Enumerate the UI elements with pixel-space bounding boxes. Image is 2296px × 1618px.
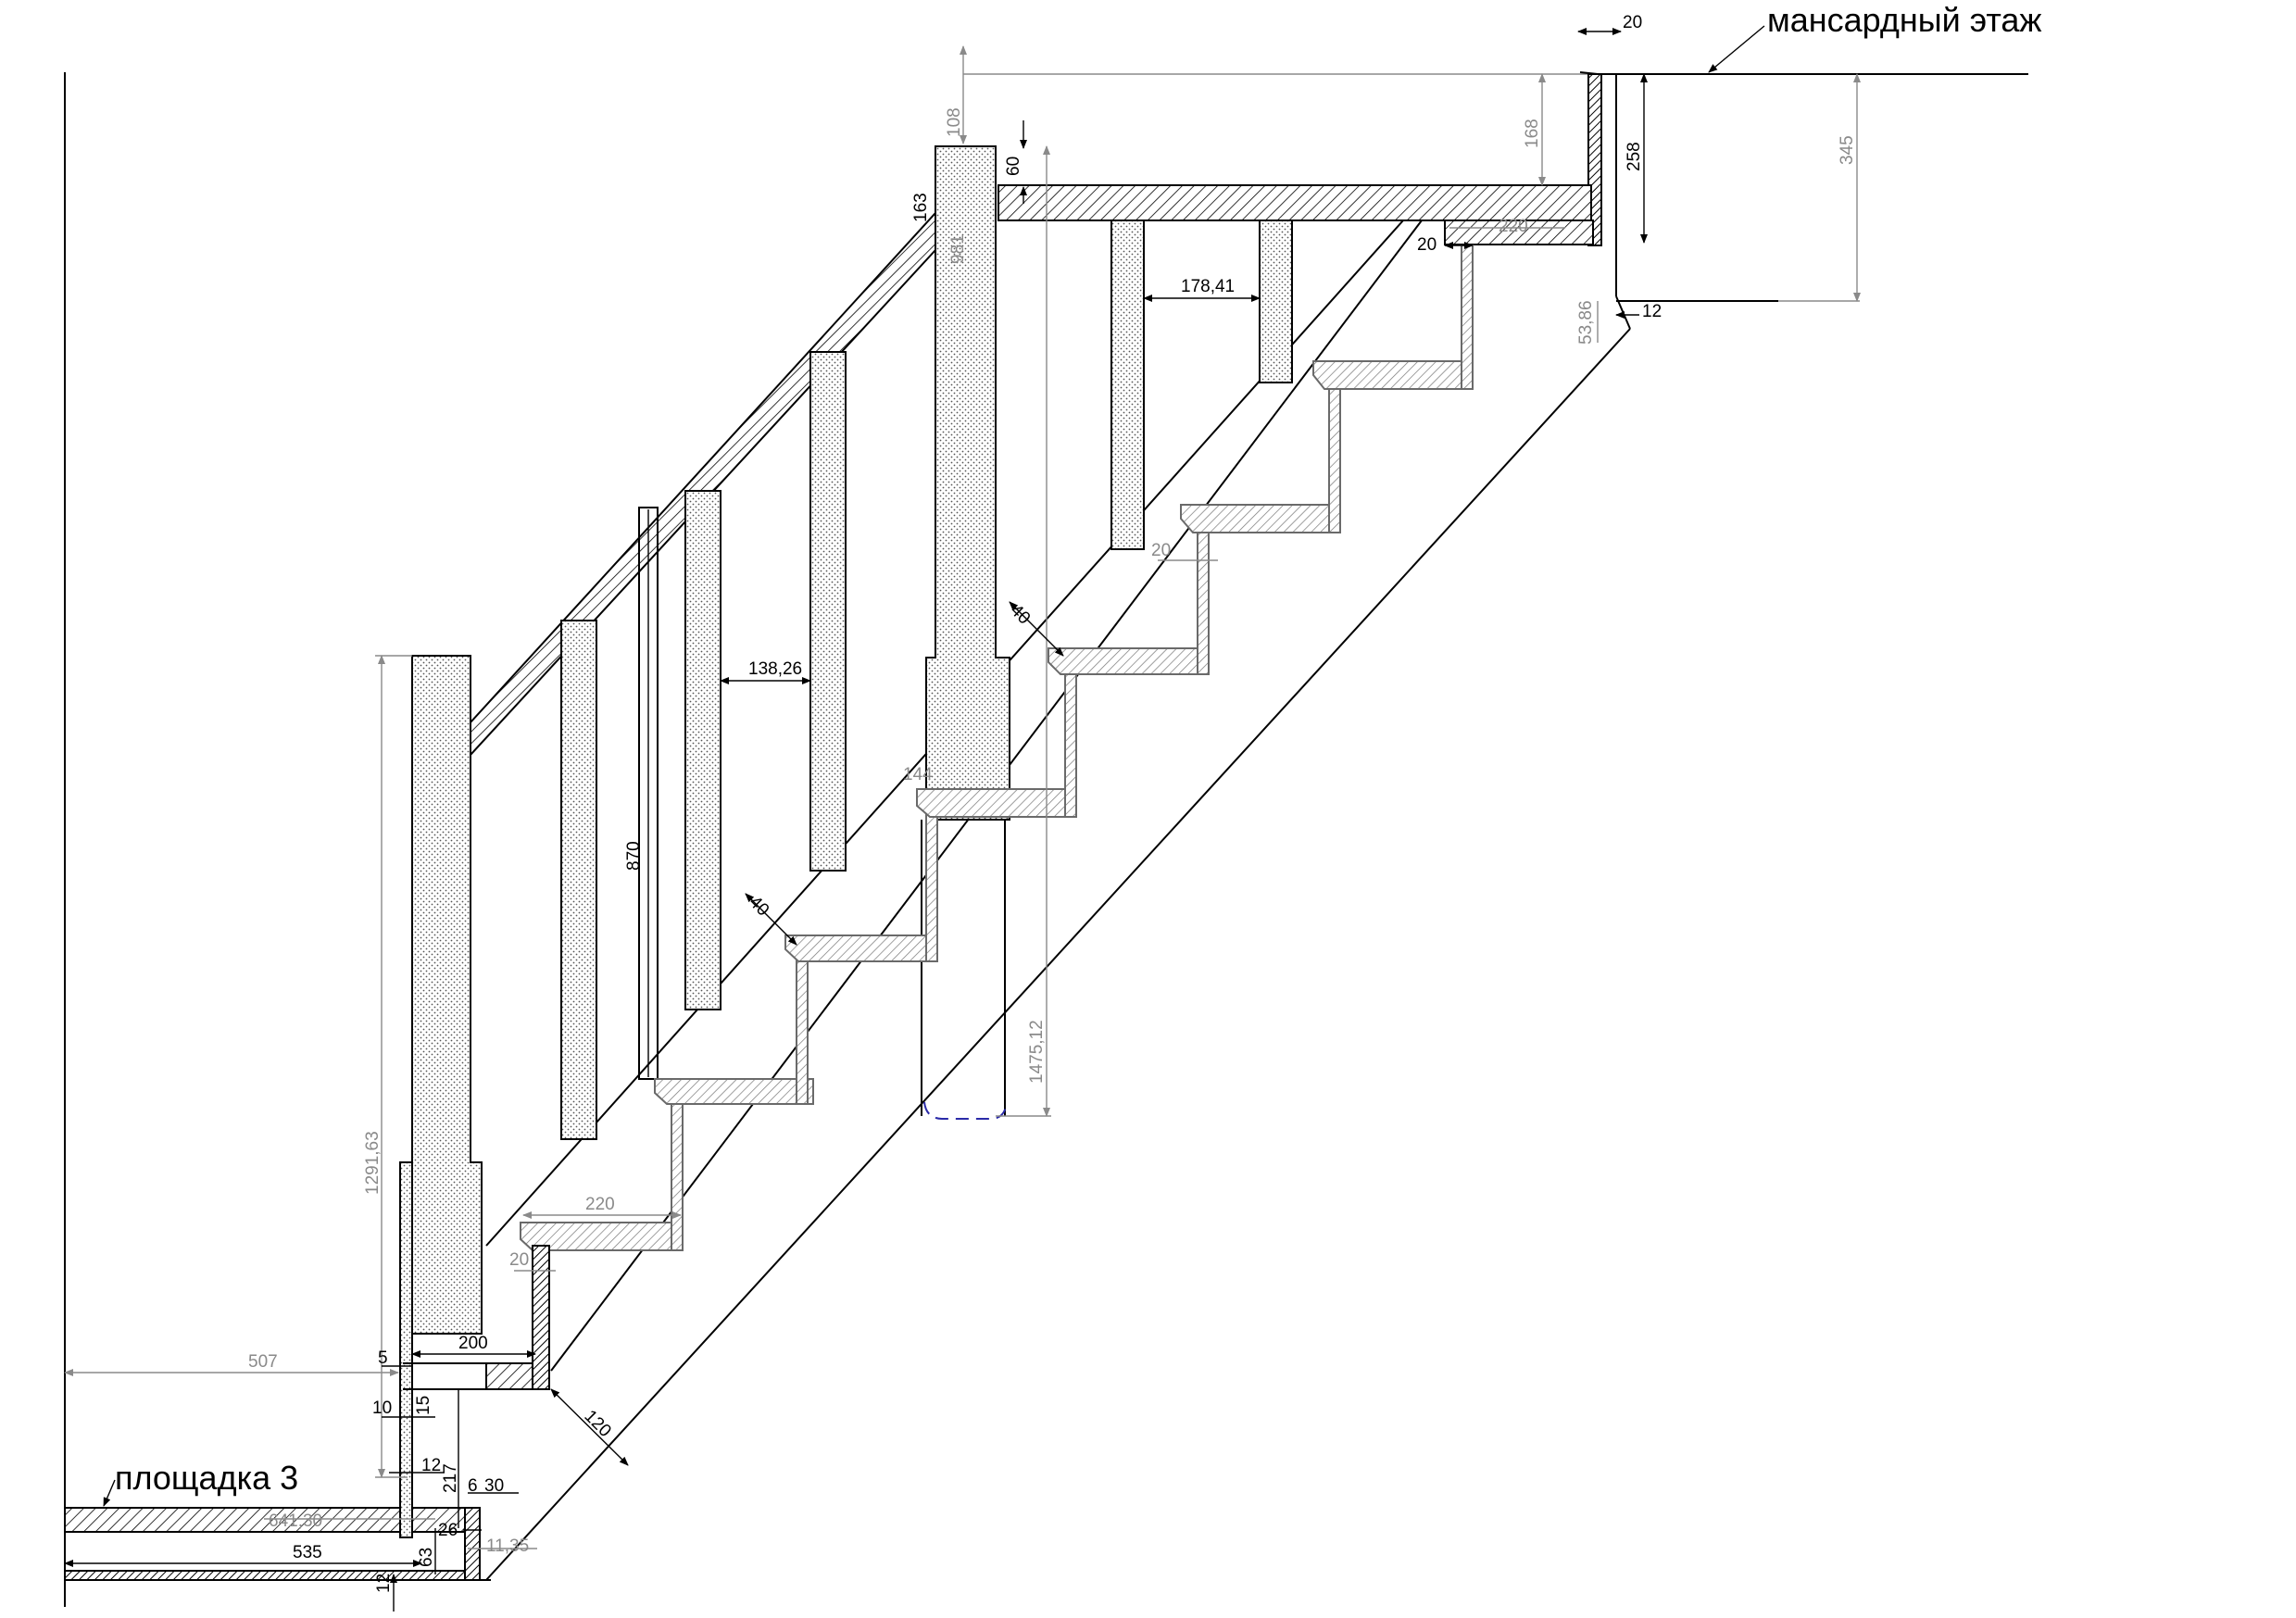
dim-258: 258 bbox=[1625, 142, 1644, 171]
bottom-bracket bbox=[403, 1245, 550, 1390]
hidden-post-bottom bbox=[923, 1101, 1008, 1120]
dim-20-top: 20 bbox=[1623, 13, 1642, 32]
upper-floor bbox=[963, 71, 2028, 330]
balusters bbox=[560, 219, 1293, 1140]
dim-40-upper: 40 bbox=[1006, 601, 1034, 629]
dim-200: 200 bbox=[458, 1334, 488, 1353]
dimension-texts: 20 108 168 258 345 60 163 981 178,41 220… bbox=[248, 13, 1857, 1593]
dim-220-top: 220 bbox=[1499, 217, 1528, 236]
dim-217: 217 bbox=[441, 1463, 460, 1493]
dim-178-41: 178,41 bbox=[1181, 277, 1235, 296]
dim-144: 144 bbox=[903, 765, 933, 784]
newel-post-lower bbox=[399, 655, 483, 1538]
dim-15: 15 bbox=[414, 1396, 433, 1415]
dim-6: 6 bbox=[468, 1476, 478, 1496]
dim-108: 108 bbox=[945, 107, 964, 137]
dim-5: 5 bbox=[378, 1348, 388, 1368]
dim-30: 30 bbox=[484, 1476, 504, 1496]
dim-60: 60 bbox=[1004, 157, 1023, 176]
dim-11-35: 11,35 bbox=[486, 1536, 529, 1556]
dim-12-bottom: 12 bbox=[374, 1574, 394, 1593]
dim-63: 63 bbox=[417, 1548, 436, 1567]
dim-345: 345 bbox=[1838, 135, 1857, 165]
dim-163: 163 bbox=[911, 193, 931, 222]
dim-220-low: 220 bbox=[585, 1195, 615, 1214]
dim-26: 26 bbox=[438, 1521, 458, 1540]
baluster-frame-870 bbox=[638, 507, 659, 1080]
dim-870: 870 bbox=[624, 841, 644, 871]
dim-10: 10 bbox=[372, 1399, 392, 1418]
dim-535: 535 bbox=[293, 1543, 322, 1562]
dim-20-low: 20 bbox=[509, 1250, 529, 1270]
dim-20-mid: 20 bbox=[1151, 541, 1171, 560]
dim-641-30: 641,30 bbox=[269, 1511, 322, 1531]
dim-12-low: 12 bbox=[421, 1456, 441, 1475]
upper-floor-leader bbox=[1708, 25, 1765, 73]
landing-leader bbox=[103, 1479, 116, 1507]
dim-53-86: 53,86 bbox=[1576, 300, 1596, 345]
dim-507: 507 bbox=[248, 1352, 278, 1372]
dimension-lines bbox=[64, 28, 1861, 1612]
dim-981: 981 bbox=[948, 234, 968, 264]
dim-1475-12: 1475,12 bbox=[1027, 1020, 1047, 1084]
landing-label: площадка 3 bbox=[115, 1459, 298, 1497]
dim-20-right: 20 bbox=[1417, 235, 1437, 255]
dim-12-right: 12 bbox=[1642, 302, 1662, 321]
dim-1291-63: 1291,63 bbox=[363, 1131, 383, 1195]
dim-138-26: 138,26 bbox=[748, 659, 802, 679]
dim-168: 168 bbox=[1523, 119, 1542, 148]
newel-post-upper bbox=[921, 145, 1010, 1116]
dim-120: 120 bbox=[580, 1407, 614, 1441]
steps bbox=[520, 245, 1474, 1390]
upper-floor-label: мансардный этаж bbox=[1767, 1, 2042, 39]
